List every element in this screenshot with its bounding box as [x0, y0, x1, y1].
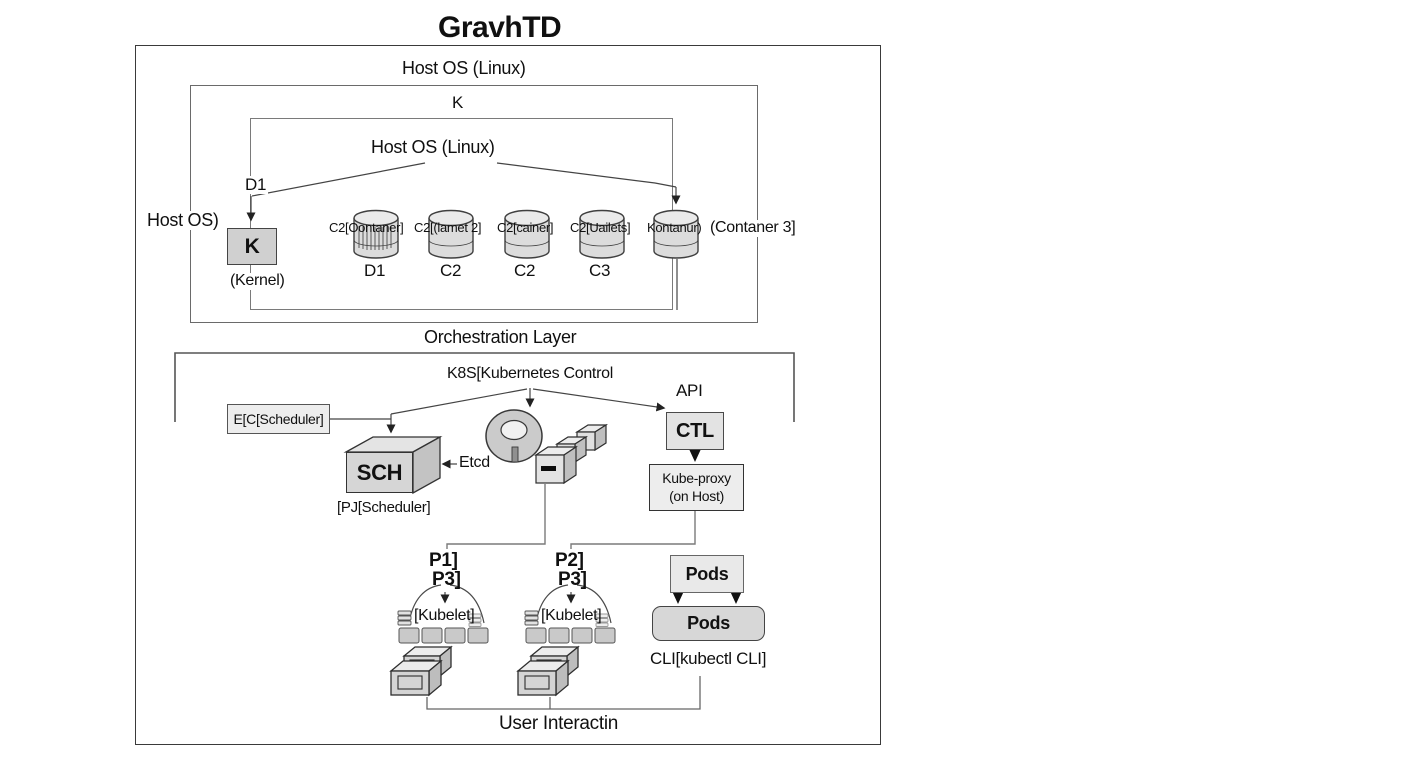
node-slot-squares [398, 627, 616, 644]
host-os-inner-label: Host OS (Linux) [371, 137, 495, 157]
container-label-3: C2[cainer] [497, 220, 554, 235]
cylinder-icon [579, 209, 625, 259]
user-interaction-label: User Interactin [499, 713, 619, 734]
ctl-box: CTL [666, 412, 724, 450]
container-label-6: (Contaner 3] [708, 219, 798, 237]
kernel-box: K [227, 228, 277, 265]
kubelet-stack-icons [397, 610, 609, 627]
k8s-control-label: K8S[Kubernetes Control [447, 365, 613, 382]
node2-p-top: P2] [555, 550, 584, 571]
cylinder-caption-1: D1 [364, 261, 386, 280]
brick-stack-icon [389, 645, 453, 697]
host-os-frame [190, 85, 758, 323]
worker-connectors [446, 484, 696, 549]
container-label-1: C2[Oontaner] [329, 220, 404, 235]
control-branch-lines [330, 388, 666, 469]
sch-3d-faces [343, 435, 443, 495]
outer-frame [135, 45, 881, 745]
node2-p-bottom: P3] [558, 569, 587, 590]
brick-stack-icon [516, 645, 580, 697]
host-os-left-label: Host OS) [145, 210, 221, 230]
cylinder-caption-4: C3 [589, 261, 611, 280]
host-os-outer-label: Host OS (Linux) [402, 58, 526, 78]
kube-proxy-line2: (on Host) [669, 487, 724, 504]
cylinder-caption-2: C2 [440, 261, 462, 280]
kubelet2-label: [Kubelet] [541, 607, 602, 624]
d1-arrow-label: D1 [243, 175, 269, 194]
container-cylinder-icons [353, 209, 699, 259]
donut-icon [485, 409, 543, 463]
pods-arrows [672, 591, 742, 604]
k-layer-label: K [452, 93, 464, 112]
node1-p-bottom: P3] [432, 569, 461, 590]
cylinder-icon [353, 209, 399, 259]
sch-caption: [PJ[Scheduler] [337, 499, 431, 516]
sch-box: SCH [346, 452, 413, 493]
kube-proxy-box: Kube-proxy (on Host) [649, 464, 744, 511]
cylinder-icon [428, 209, 474, 259]
container-label-5: Kontanur) [647, 220, 702, 235]
etcd-label: Etcd [459, 454, 490, 471]
cylinder-icon [653, 209, 699, 259]
cylinder-icon [504, 209, 550, 259]
diagram-title: GravhTD [438, 11, 562, 44]
container-label-2: C2[(lamet 2] [414, 220, 482, 235]
container-label-4: C2[Uailets] [570, 220, 631, 235]
cli-label: CLI[kubectl CLI] [650, 649, 767, 668]
scheduler-box: E[C[Scheduler] [227, 404, 330, 434]
pods-bottom-box: Pods [652, 606, 765, 641]
orchestration-bracket [174, 352, 795, 422]
user-bracket [426, 676, 701, 710]
host-label-branch-lines [246, 162, 681, 310]
pods-top-box: Pods [670, 555, 744, 593]
cylinder-caption-3: C2 [514, 261, 536, 280]
cube-stack-icon [534, 423, 609, 485]
kube-proxy-line1: Kube-proxy [662, 470, 731, 486]
orchestration-title: Orchestration Layer [424, 327, 577, 347]
node1-p-top: P1] [429, 550, 458, 571]
kubelet1-label: [Kubelet] [414, 607, 475, 624]
kernel-caption: (Kernel) [228, 272, 287, 290]
api-label: API [676, 381, 703, 400]
